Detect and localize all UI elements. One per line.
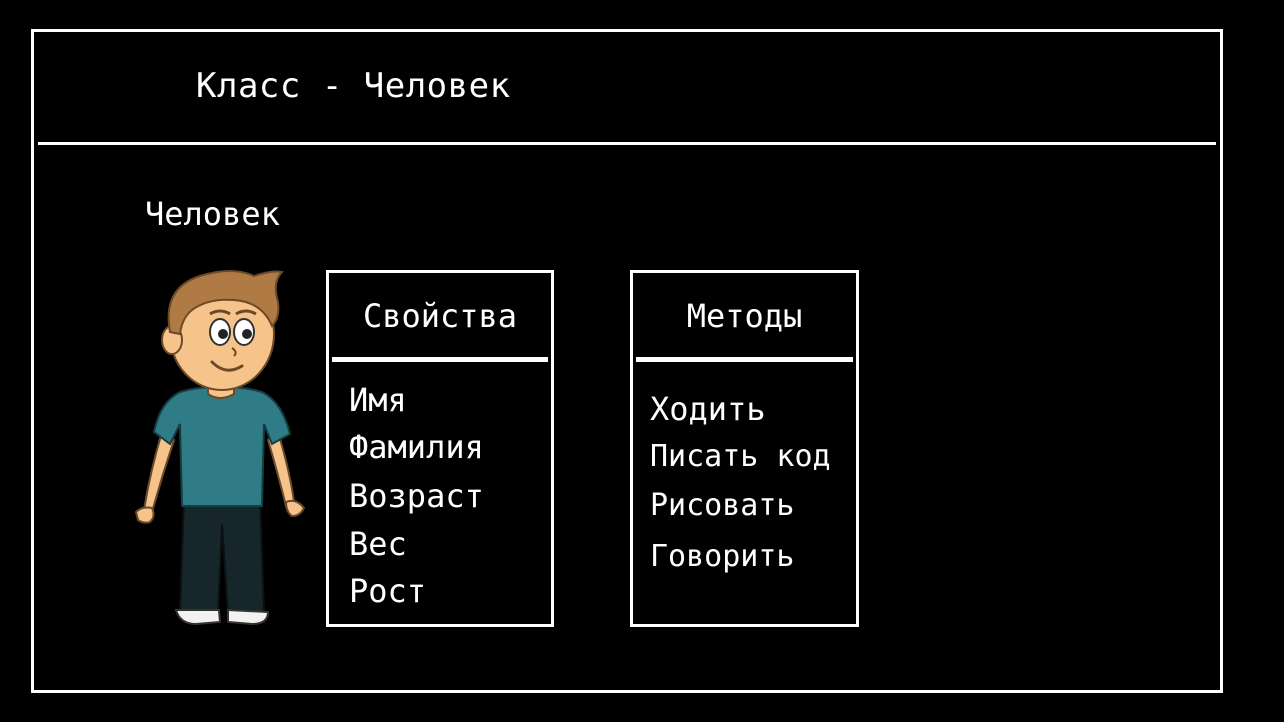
methods-divider — [636, 357, 853, 362]
properties-box: Свойства Имя Фамилия Возраст Вес Рост — [326, 270, 554, 627]
property-item: Возраст — [349, 477, 484, 515]
method-item: Говорить — [650, 539, 795, 574]
method-item: Ходить — [650, 390, 766, 428]
class-frame — [31, 29, 1223, 693]
class-title: Класс - Человек — [196, 66, 511, 106]
property-item: Имя — [349, 381, 407, 419]
object-label: Человек — [145, 195, 280, 233]
properties-divider — [332, 357, 548, 362]
method-item: Рисовать — [650, 488, 795, 523]
header-divider — [38, 142, 1216, 145]
methods-box: Методы Ходить Писать код Рисовать Говори… — [630, 270, 859, 627]
property-item: Фамилия — [349, 428, 484, 466]
properties-header: Свойства — [362, 297, 518, 335]
property-item: Рост — [349, 572, 427, 610]
method-item: Писать код — [650, 439, 831, 474]
methods-header: Методы — [686, 297, 803, 335]
person-illustration — [134, 270, 306, 626]
property-item: Вес — [349, 525, 407, 563]
